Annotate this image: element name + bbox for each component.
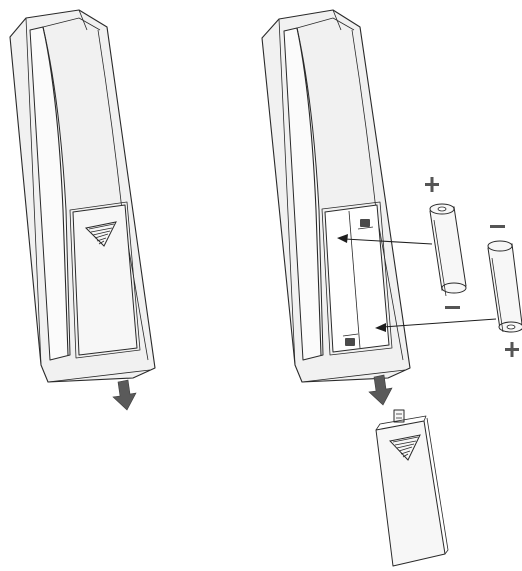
plus-sign-icon xyxy=(505,342,519,357)
removed-battery-cover xyxy=(376,410,448,566)
down-arrow-icon xyxy=(113,380,136,410)
remote-left xyxy=(10,10,155,382)
minus-sign-icon xyxy=(445,306,460,309)
plus-sign-icon xyxy=(425,177,439,192)
down-arrow-icon xyxy=(369,375,392,405)
minus-sign-icon xyxy=(490,225,505,228)
battery-lower xyxy=(488,241,522,332)
battery-upper xyxy=(430,204,466,296)
